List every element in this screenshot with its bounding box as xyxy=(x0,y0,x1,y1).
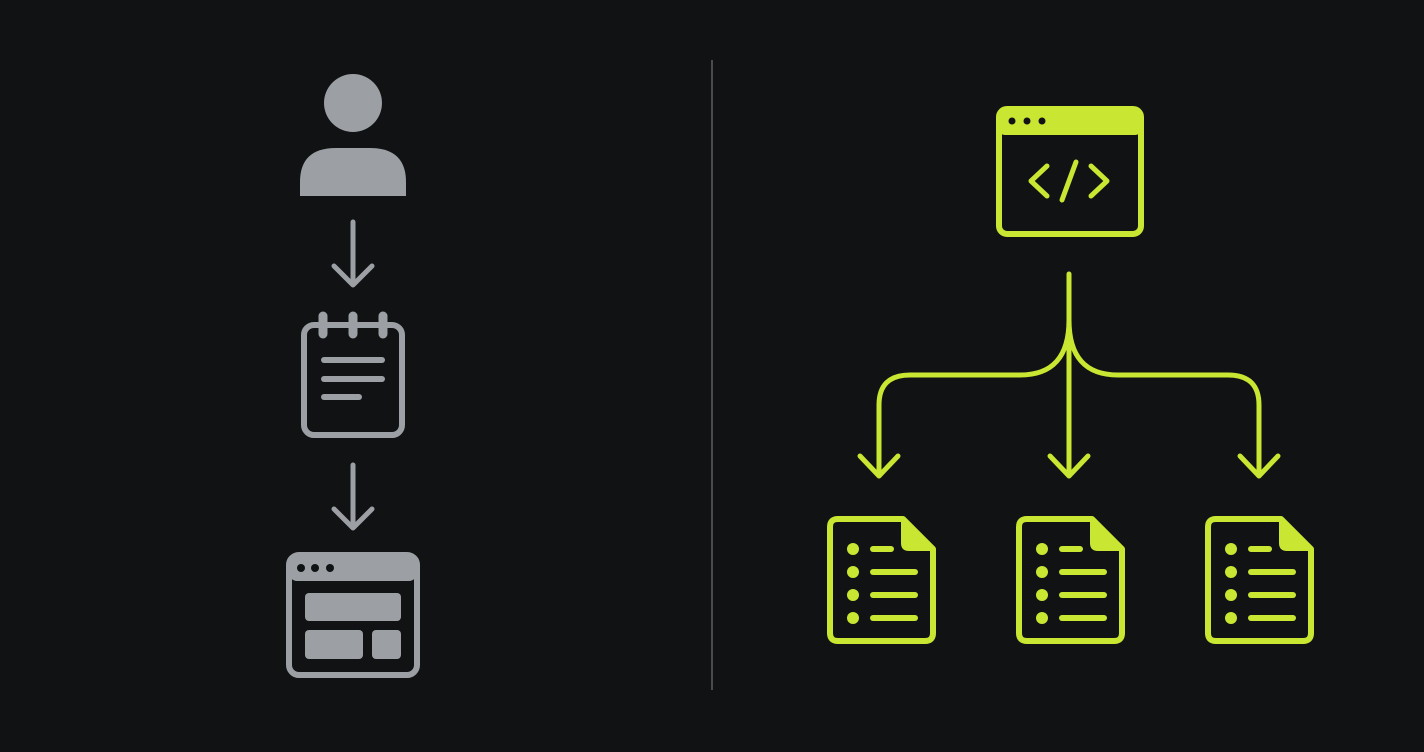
branching-arrows-icon xyxy=(857,271,1281,479)
code-brackets-icon xyxy=(1028,159,1110,203)
arrow-down-icon xyxy=(331,219,375,288)
browser-layout-icon xyxy=(286,552,420,678)
document-list-icon xyxy=(1205,516,1314,644)
document-list-icon xyxy=(827,516,936,644)
notepad-icon xyxy=(301,311,405,438)
arrow-down-icon xyxy=(331,462,375,531)
user-icon xyxy=(300,74,406,196)
code-window-icon xyxy=(996,106,1144,237)
document-list-icon xyxy=(1016,516,1125,644)
